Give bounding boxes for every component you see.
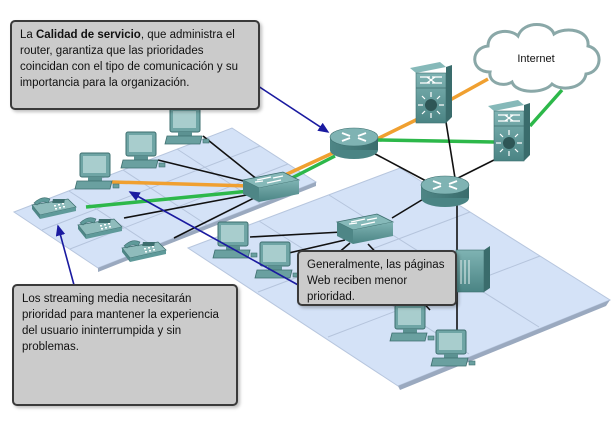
link-phone-green-priority [85,189,251,209]
link-pc-switch [157,159,253,184]
ip-phone-icon [121,240,167,263]
link-mls2-internet-green [528,88,564,128]
link-phone-switch [123,193,253,219]
multilayer-switch-icon [409,61,453,124]
link-phone-switch [173,196,257,239]
callout-qos-bold: Calidad de servicio [36,29,141,41]
callout-qos: La Calidad de servicio, que administra e… [10,20,260,110]
link-router-mls1-orange [374,116,421,142]
router-icon [420,175,470,208]
link-pc-switch [202,135,259,181]
callout-streaming-text: Los streaming media necesitarán priorida… [22,293,219,353]
link-switch-router-green [287,154,336,182]
pointer-arrow-streaming [55,224,75,286]
link-mls1-router2 [445,121,456,179]
link-router-mls2-green [377,138,495,144]
pc-icon [164,107,210,145]
internet-cloud-icon: Internet [473,23,601,93]
pointer-arrow-web [128,191,301,287]
callout-streaming: Los streaming media necesitarán priorida… [12,284,238,406]
link-switch2-pc [279,239,346,256]
callout-web: Generalmente, las páginas Web reciben me… [297,250,457,306]
multilayer-switch-icon [487,99,531,162]
callout-qos-prefix: La [20,29,36,41]
server-icon [455,246,490,293]
callout-web-text: Generalmente, las páginas Web reciben me… [307,259,445,303]
router-icon [329,127,379,160]
link-router2-switch2 [391,197,426,219]
pointer-arrow-qos [257,85,330,133]
link-mls2-router2 [457,159,495,179]
link-switch2-pc [249,231,343,238]
link-switch-router-orange [284,150,336,177]
callout-qos-text: , que administra el router, garantiza qu… [20,29,238,89]
internet-label: Internet [517,53,554,65]
link-mls1-internet-orange [449,77,489,102]
link-pc-orange-priority [111,180,251,188]
